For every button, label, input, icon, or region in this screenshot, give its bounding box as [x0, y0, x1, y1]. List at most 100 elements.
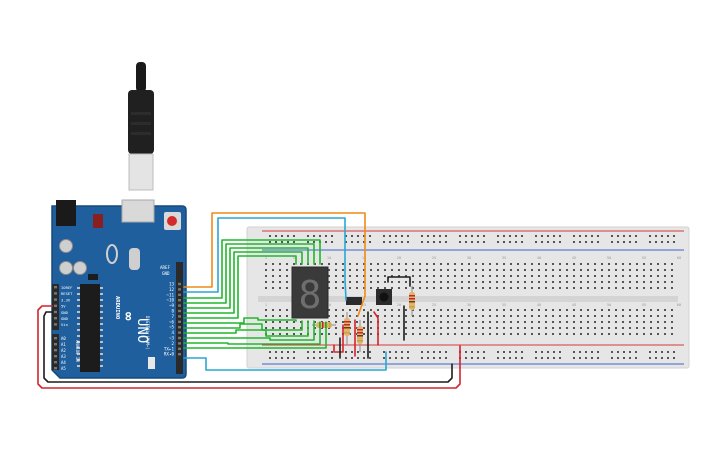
resistor-a[interactable] — [344, 312, 350, 345]
breadboard-hole — [370, 315, 372, 317]
breadboard-hole — [671, 275, 673, 277]
power-pin[interactable] — [54, 323, 57, 326]
rail-hole — [535, 351, 537, 353]
digital-pin[interactable] — [178, 353, 181, 356]
breadboard-hole — [545, 287, 547, 289]
digital-pin[interactable] — [178, 326, 181, 329]
breadboard-hole — [461, 263, 463, 265]
breadboard-hole — [279, 269, 281, 271]
breadboard-hole — [671, 263, 673, 265]
arduino-board[interactable]: ∞ ARDUINO UNO IOREFRESET3.3V5VGNDGNDVin … — [51, 199, 187, 379]
analog-pin[interactable] — [54, 361, 57, 364]
chip-pin — [100, 359, 103, 361]
column-label: 5 — [293, 256, 295, 260]
digital-pin[interactable] — [178, 309, 181, 313]
analog-pin[interactable] — [54, 349, 57, 352]
rail-hole — [477, 351, 479, 353]
resistor-b[interactable] — [357, 320, 363, 352]
usb-cable[interactable] — [128, 62, 154, 191]
power-pin[interactable] — [54, 292, 57, 295]
breadboard-hole — [629, 269, 631, 271]
power-pin[interactable] — [54, 298, 57, 301]
breadboard-hole — [538, 281, 540, 283]
push-button[interactable] — [376, 289, 392, 305]
breadboard-hole — [398, 281, 400, 283]
breadboard-hole — [265, 315, 267, 317]
power-pin[interactable] — [54, 286, 57, 289]
breadboard-hole — [412, 333, 414, 335]
digital-pin[interactable] — [178, 336, 181, 340]
column-label: 15 — [362, 256, 366, 260]
column-label: 35 — [502, 303, 506, 307]
power-pin[interactable] — [54, 304, 57, 307]
breadboard-hole — [426, 287, 428, 289]
column-label: 45 — [572, 256, 576, 260]
rail-hole — [667, 357, 669, 359]
digital-pin[interactable] — [178, 282, 181, 286]
power-pin[interactable] — [54, 310, 57, 314]
breadboard-hole — [384, 333, 386, 335]
rail-hole — [483, 235, 485, 237]
breadboard-hole — [440, 275, 442, 277]
breadboard-hole — [321, 333, 323, 335]
breadboard-hole — [426, 309, 428, 311]
breadboard-hole — [671, 327, 673, 329]
wire-red — [373, 311, 379, 346]
breadboard-hole — [601, 321, 603, 323]
analog-pin[interactable] — [54, 343, 57, 346]
breadboard-hole — [552, 275, 554, 277]
breadboard-hole — [608, 275, 610, 277]
wire-black-gnd — [43, 311, 453, 383]
power-pin-label: GND — [61, 316, 69, 321]
breadboard-hole — [559, 281, 561, 283]
rail-hole — [591, 235, 593, 237]
digital-pin[interactable] — [178, 320, 181, 323]
breadboard-hole — [643, 315, 645, 317]
digital-pin[interactable] — [178, 347, 181, 350]
rail-hole — [503, 235, 505, 237]
analog-pin[interactable] — [54, 367, 57, 370]
rail-hole — [293, 235, 295, 237]
digital-pin[interactable] — [178, 293, 181, 296]
column-label: 1 — [265, 256, 267, 260]
breadboard-hole — [475, 321, 477, 323]
analog-pin[interactable] — [54, 337, 57, 340]
digital-pin[interactable] — [178, 315, 181, 318]
digital-pin[interactable] — [178, 299, 181, 302]
breadboard-hole — [391, 315, 393, 317]
breadboard-hole — [657, 309, 659, 311]
breadboard-hole — [664, 333, 666, 335]
breadboard-hole — [405, 287, 407, 289]
breadboard-hole — [419, 287, 421, 289]
digital-pin[interactable] — [178, 288, 181, 291]
rail-hole — [281, 235, 283, 237]
slide-switch[interactable] — [346, 297, 362, 305]
breadboard-hole — [552, 309, 554, 311]
breadboard-hole — [636, 321, 638, 323]
breadboard-hole — [321, 263, 323, 265]
breadboard-hole — [398, 333, 400, 335]
breadboard-hole — [405, 321, 407, 323]
breadboard-hole — [328, 269, 330, 271]
breadboard-hole — [363, 281, 365, 283]
breadboard-hole — [531, 263, 533, 265]
power-pin[interactable] — [54, 317, 57, 320]
breadboard-hole — [419, 321, 421, 323]
digital-pin[interactable] — [178, 304, 181, 307]
breadboard-hole — [531, 333, 533, 335]
digital-pin[interactable] — [178, 342, 181, 345]
breadboard-hole — [433, 281, 435, 283]
breadboard-hole — [664, 309, 666, 311]
seven-segment-display[interactable]: 8 — [291, 266, 329, 319]
breadboard-hole — [629, 327, 631, 329]
rail-hole — [345, 235, 347, 237]
breadboard-hole — [622, 315, 624, 317]
breadboard-hole — [468, 281, 470, 283]
digital-pin[interactable] — [178, 331, 181, 334]
capacitor — [59, 261, 73, 275]
resistor-c[interactable] — [409, 286, 415, 316]
analog-pin[interactable] — [54, 355, 57, 358]
wire-orange — [183, 212, 366, 317]
rail-hole — [433, 241, 435, 243]
